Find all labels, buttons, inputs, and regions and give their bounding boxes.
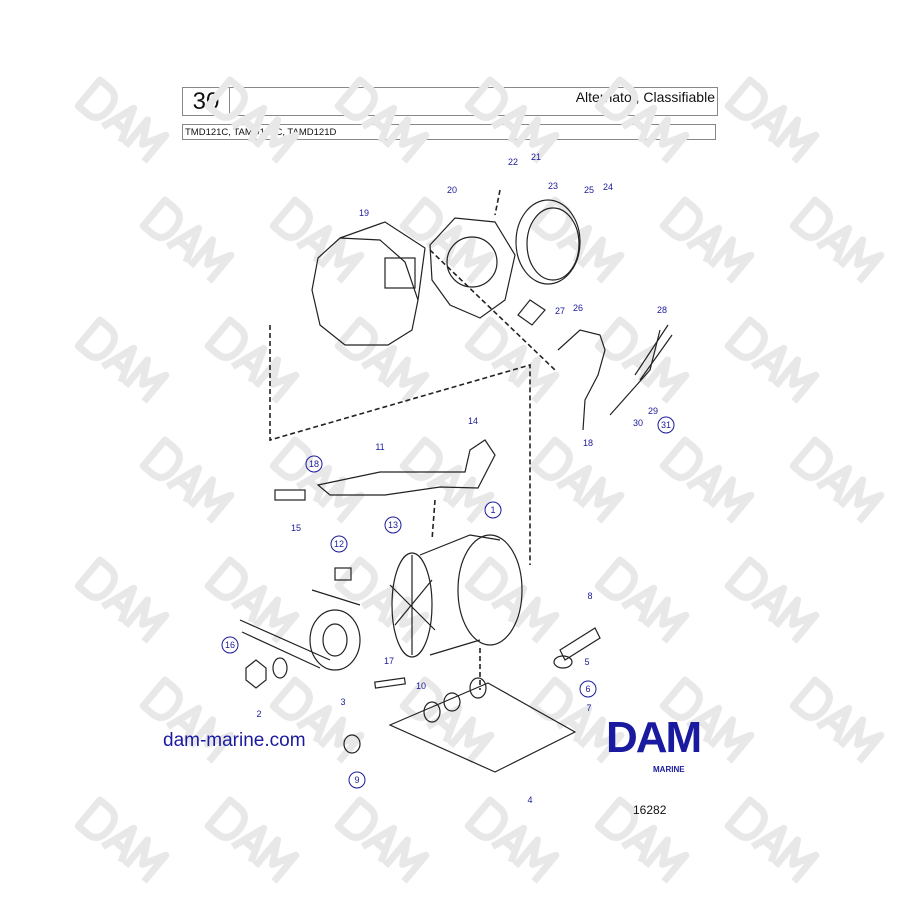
part-knob-5	[553, 655, 573, 669]
part-bracket-20	[429, 217, 516, 319]
callout: 15	[291, 523, 301, 533]
callout: 6	[585, 684, 590, 694]
watermark	[728, 800, 816, 881]
callout: 26	[573, 303, 583, 313]
watermark	[143, 200, 231, 281]
watermark	[663, 200, 751, 281]
callout: 16	[225, 640, 235, 650]
callout: 19	[359, 208, 369, 218]
watermark	[793, 440, 881, 521]
part-cable-18	[517, 299, 673, 431]
callout: 30	[633, 418, 643, 428]
logo-subtitle: MARINE	[653, 765, 685, 774]
engine-models: TMD121C, TAMD121C, TAMD121D	[182, 124, 716, 140]
callout: 31	[661, 420, 671, 430]
watermark	[143, 440, 231, 521]
watermark	[468, 800, 556, 881]
watermark	[338, 80, 426, 161]
callout: 5	[584, 657, 589, 667]
watermark	[403, 680, 491, 761]
callout: 1	[490, 505, 495, 515]
callout: 4	[527, 795, 532, 805]
part-nut-washer-2	[245, 657, 288, 689]
website-link[interactable]: dam-marine.com	[163, 730, 306, 751]
watermark	[793, 200, 881, 281]
callout: 20	[447, 185, 457, 195]
callout: 21	[531, 152, 541, 162]
callout-labels: 22 21 23 25 24 20 19 27 26 28 29 30 31 1…	[221, 152, 675, 805]
callout: 25	[584, 185, 594, 195]
figure-number: 16282	[633, 803, 667, 817]
callout: 23	[548, 181, 558, 191]
callout: 8	[587, 591, 592, 601]
callout: 18	[309, 459, 319, 469]
part-bracket-11	[274, 439, 496, 501]
callout: 11	[375, 442, 384, 452]
watermark	[273, 200, 361, 281]
callout: 12	[334, 539, 344, 549]
watermark	[598, 80, 686, 161]
part-cap-23	[515, 199, 581, 285]
dam-logo: DAM	[606, 713, 702, 762]
watermark	[78, 560, 166, 641]
watermark	[273, 440, 361, 521]
watermark	[78, 80, 166, 161]
part-bolt-8	[559, 627, 601, 661]
watermark	[468, 80, 556, 161]
watermark	[208, 320, 296, 401]
callout: 22	[508, 157, 518, 167]
callout: 24	[603, 182, 613, 192]
watermark	[598, 560, 686, 641]
callout: 27	[555, 306, 565, 316]
watermark	[78, 320, 166, 401]
callout: 3	[340, 697, 345, 707]
watermark	[793, 680, 881, 761]
part-alternator-1	[334, 534, 523, 658]
watermark	[208, 80, 296, 161]
watermark	[403, 440, 491, 521]
watermark	[533, 200, 621, 281]
callout: 2	[256, 709, 261, 719]
watermark	[728, 560, 816, 641]
callout: 17	[384, 656, 394, 666]
watermark	[533, 440, 621, 521]
watermark	[728, 320, 816, 401]
callout: 29	[648, 406, 658, 416]
watermark	[728, 80, 816, 161]
callout: 10	[416, 681, 426, 691]
watermark	[468, 320, 556, 401]
watermark	[663, 440, 751, 521]
callout: 18	[583, 438, 593, 448]
callout: 14	[468, 416, 478, 426]
watermark	[598, 320, 686, 401]
callout: 7	[586, 703, 591, 713]
part-cover-19	[311, 221, 426, 346]
watermark	[338, 800, 426, 881]
part-plate-4	[388, 677, 577, 773]
callout: 13	[388, 520, 398, 530]
watermark	[78, 800, 166, 881]
callout: 9	[354, 775, 359, 785]
part-pin-17	[374, 677, 406, 689]
watermark	[208, 560, 296, 641]
watermarks	[78, 80, 881, 881]
watermark	[338, 320, 426, 401]
assembly-guide-lines	[269, 189, 556, 690]
callout: 28	[657, 305, 667, 315]
part-pulley-3	[239, 589, 361, 671]
watermark	[208, 800, 296, 881]
part-nut-9	[343, 734, 361, 754]
watermark	[403, 200, 491, 281]
